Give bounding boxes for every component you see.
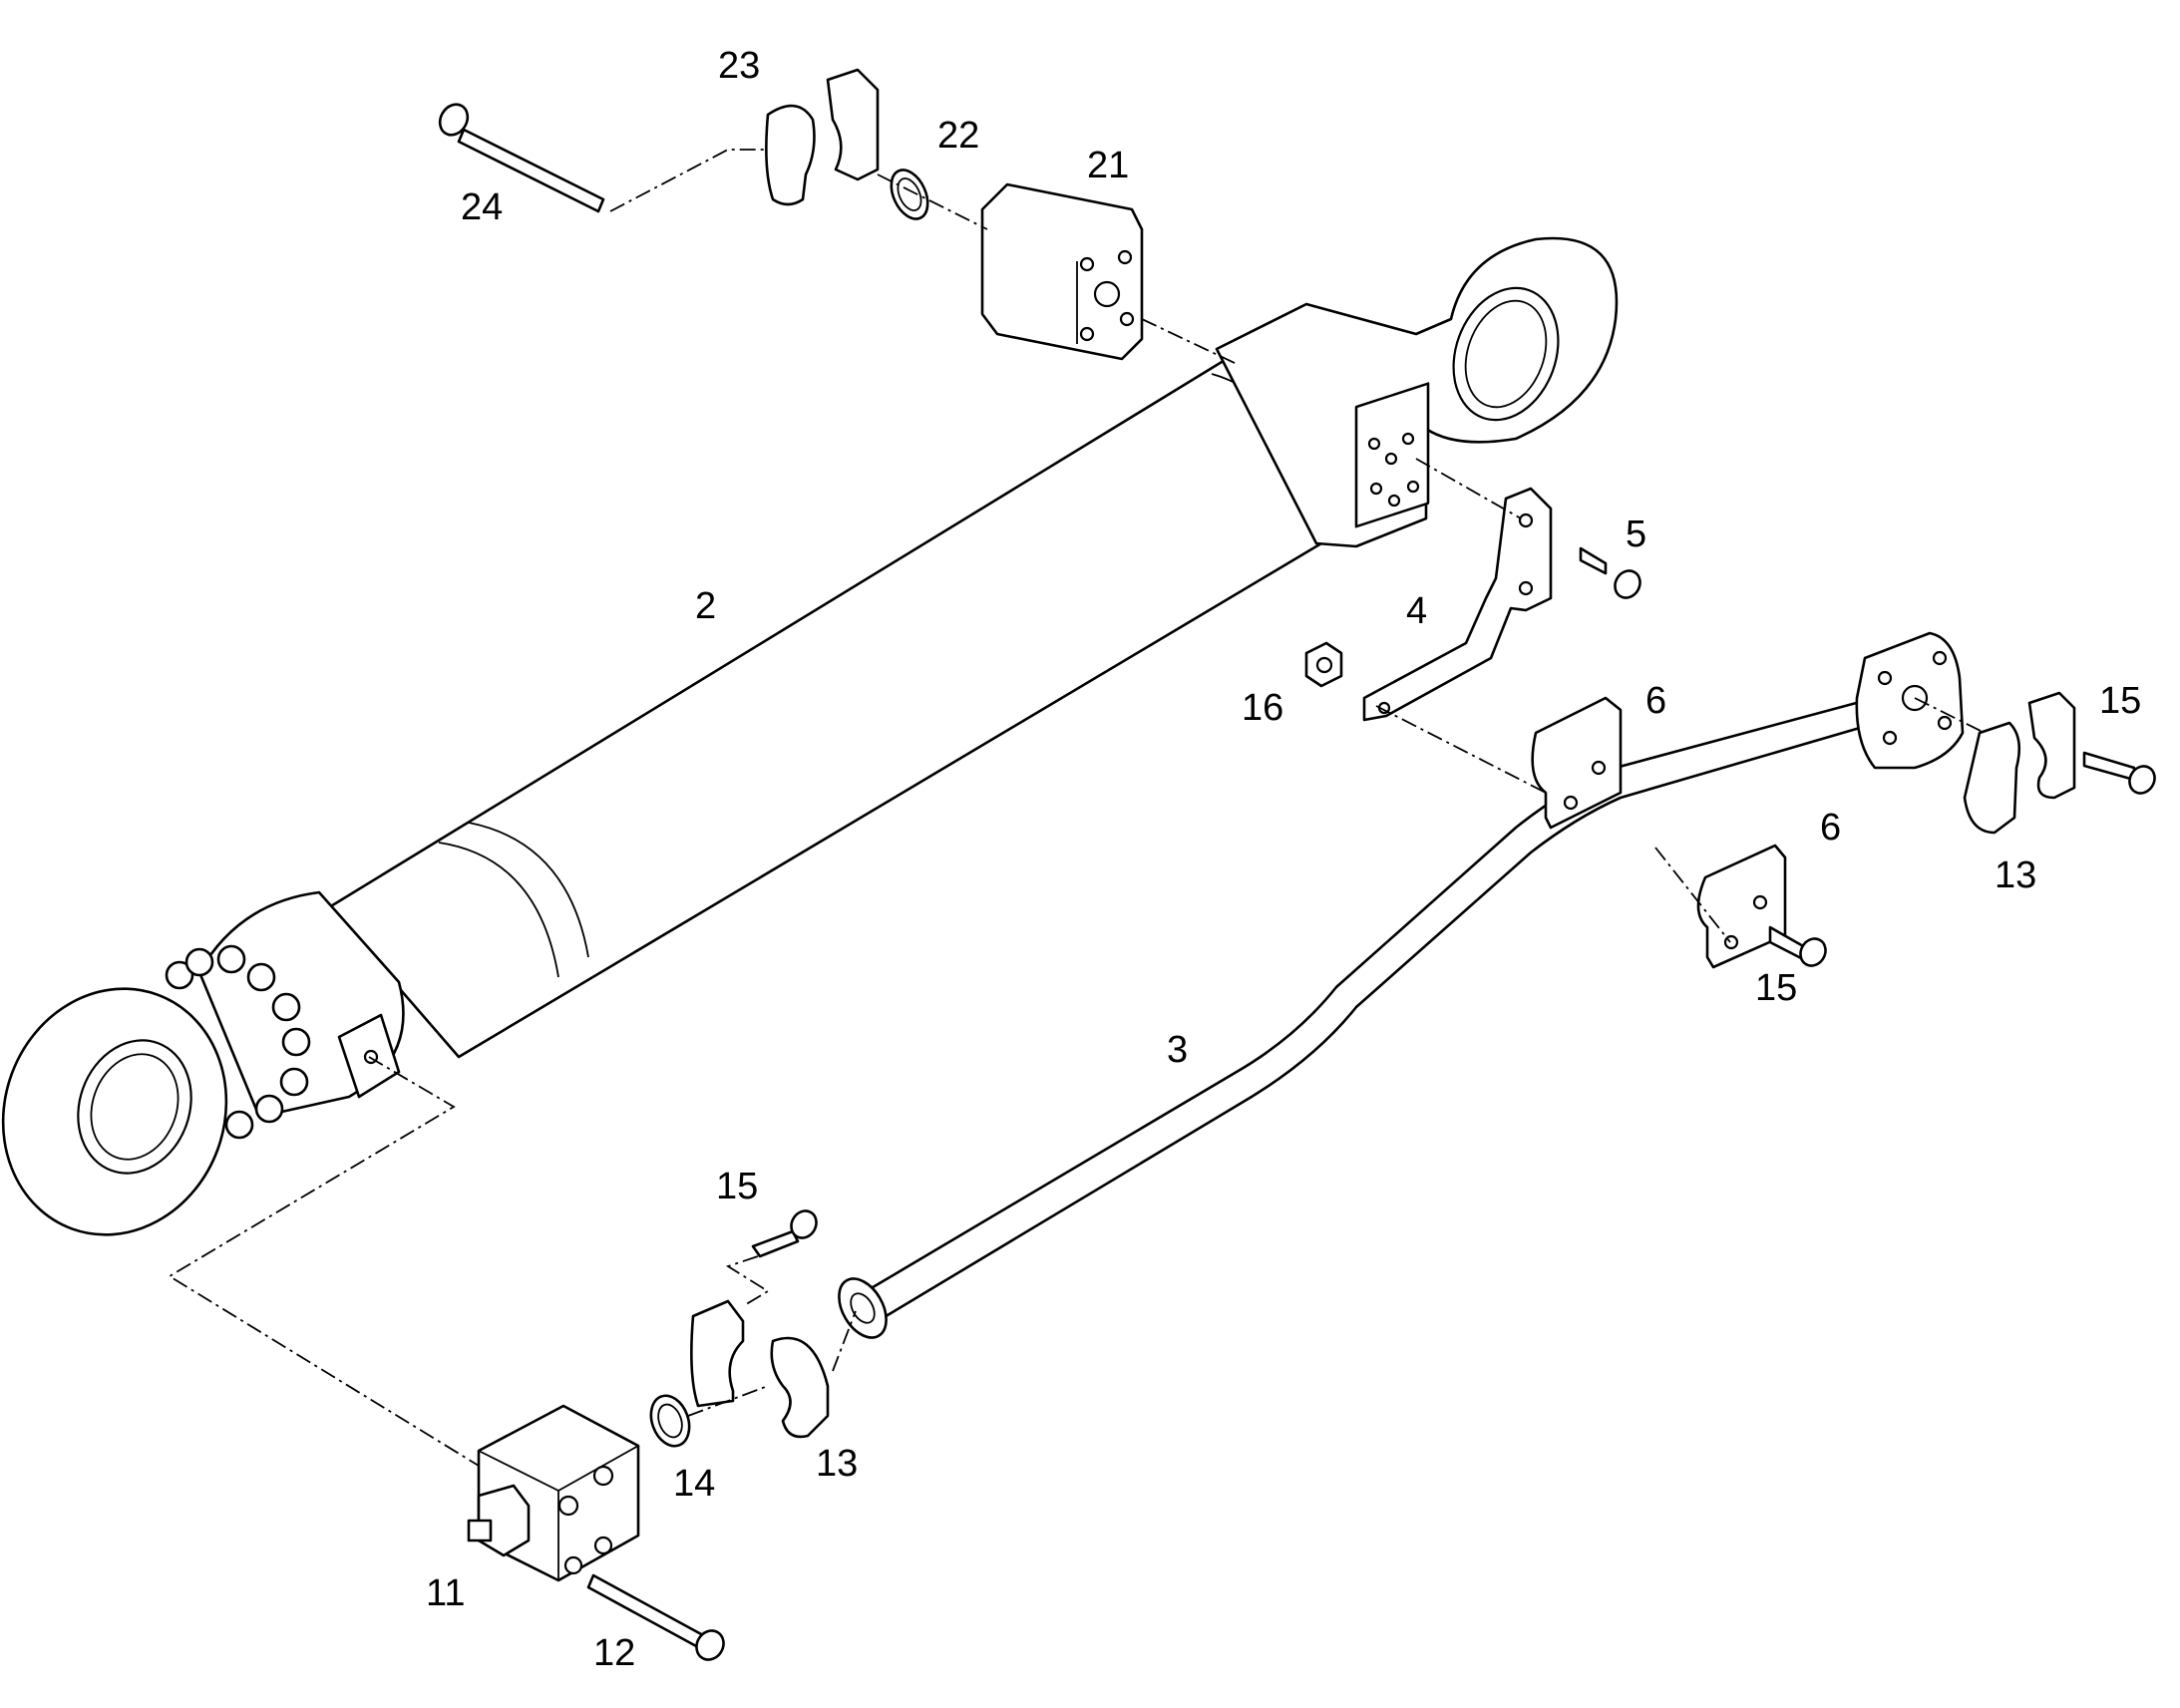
callout-21: 21 <box>1087 145 1129 186</box>
hydraulic-pipe <box>838 696 1879 1339</box>
split-flange-13-lower <box>690 1299 830 1439</box>
pipe-clamp-6a <box>1531 696 1623 830</box>
callout-14: 14 <box>673 1463 715 1505</box>
valve-block-11 <box>467 1404 640 1582</box>
pipe-clamp-6b <box>1696 844 1787 969</box>
callout-12: 12 <box>593 1632 635 1674</box>
callout-13a: 13 <box>1995 854 2036 896</box>
screw-15-lower-right <box>1768 925 1827 967</box>
callout-15c: 15 <box>716 1166 758 1207</box>
callout-24: 24 <box>461 186 503 228</box>
callout-5: 5 <box>1626 513 1646 555</box>
callout-22: 22 <box>937 115 979 157</box>
screw-24 <box>438 103 605 213</box>
screw-15-right <box>2082 751 2156 795</box>
callout-16: 16 <box>1242 687 1283 729</box>
callout-23: 23 <box>718 45 760 87</box>
split-flange-13-right <box>1963 691 2076 835</box>
o-ring-14 <box>649 1394 691 1448</box>
split-flange-23 <box>765 68 880 206</box>
cylinder-rod-end <box>1 890 405 1236</box>
callout-4: 4 <box>1406 590 1427 632</box>
callout-11: 11 <box>426 1572 465 1614</box>
callout-13b: 13 <box>816 1443 858 1485</box>
pipe-flange <box>1855 631 1965 770</box>
screw-5 <box>1579 546 1641 599</box>
cylinder-head-end <box>1215 236 1619 548</box>
callout-15a: 15 <box>2099 680 2141 722</box>
o-ring-22 <box>890 169 929 220</box>
callout-2: 2 <box>695 585 716 627</box>
callout-15b: 15 <box>1755 967 1797 1009</box>
leader-lines <box>168 149 1986 1467</box>
callout-6b: 6 <box>1820 807 1841 849</box>
screw-15-lower <box>751 1209 818 1258</box>
nut-16 <box>1304 641 1343 688</box>
callout-6a: 6 <box>1645 680 1666 722</box>
screw-12 <box>586 1573 725 1661</box>
block-21 <box>980 182 1144 361</box>
cylinder-barrel <box>327 350 1352 1059</box>
callout-3: 3 <box>1167 1029 1188 1071</box>
callouts: 2 3 4 5 6 6 11 12 13 13 14 15 15 15 16 2… <box>426 45 2141 1674</box>
